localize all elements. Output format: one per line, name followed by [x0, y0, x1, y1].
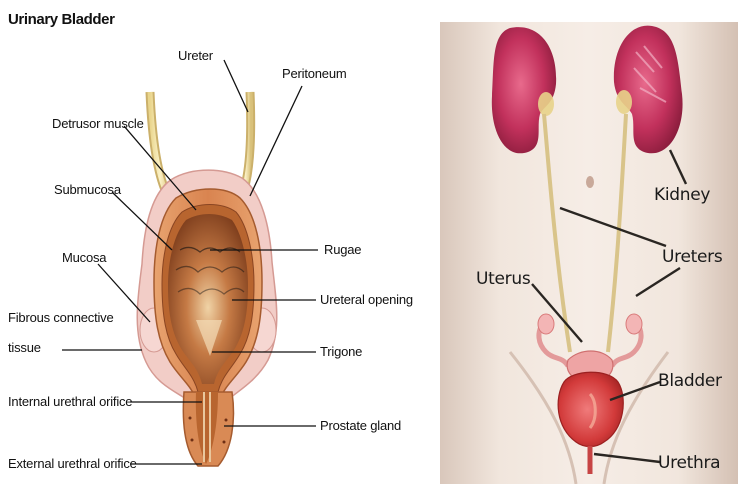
- bladder-illustration: Urinary Bladder: [0, 0, 420, 488]
- diagram-title: Urinary Bladder: [8, 11, 115, 28]
- label-uterus: Uterus: [476, 269, 531, 289]
- label-bladder: Bladder: [658, 371, 722, 391]
- label-urethra: Urethra: [658, 453, 720, 473]
- torso-illustration: Kidney Ureters Uterus Bladder Urethra: [440, 22, 738, 484]
- label-internal-urethral-orifice: Internal urethral orifice: [8, 394, 132, 409]
- label-trigone: Trigone: [320, 344, 362, 359]
- label-fibrous-connective-line2: tissue: [8, 340, 41, 355]
- label-fibrous-connective-line1: Fibrous connective: [8, 310, 114, 325]
- urinary-system-diagram: Kidney Ureters Uterus Bladder Urethra: [440, 22, 738, 484]
- label-mucosa: Mucosa: [62, 250, 107, 265]
- label-ureters: Ureters: [662, 247, 723, 267]
- label-submucosa: Submucosa: [54, 182, 122, 197]
- navel: [586, 176, 594, 188]
- label-ureteral-opening: Ureteral opening: [320, 292, 413, 307]
- label-rugae: Rugae: [324, 242, 361, 257]
- label-external-urethral-orifice: External urethral orifice: [8, 456, 137, 471]
- label-prostate-gland: Prostate gland: [320, 418, 401, 433]
- label-detrusor-muscle: Detrusor muscle: [52, 116, 144, 131]
- label-ureter: Ureter: [178, 48, 214, 63]
- label-peritoneum: Peritoneum: [282, 66, 346, 81]
- label-kidney: Kidney: [654, 185, 710, 205]
- urinary-bladder-diagram: Urinary Bladder: [0, 0, 420, 488]
